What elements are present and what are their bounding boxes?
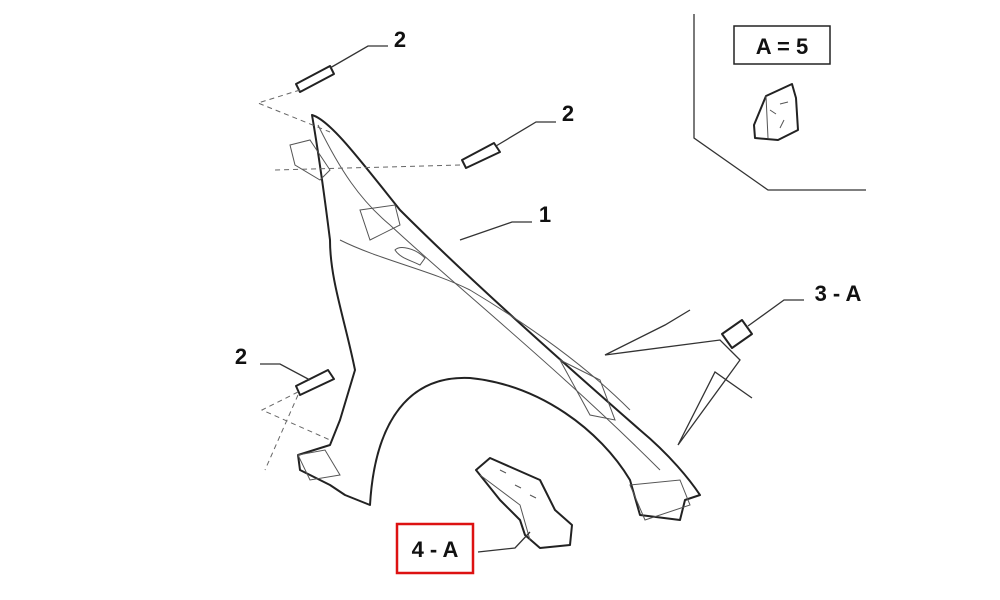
clip-bag-icon bbox=[753, 83, 799, 141]
front-fender bbox=[289, 114, 701, 521]
screw-icon bbox=[295, 65, 753, 396]
callout-fender: 1 bbox=[539, 202, 551, 227]
kit-inset: A = 5 bbox=[693, 14, 866, 191]
callout-screw-top: 2 bbox=[394, 27, 406, 52]
callout-clip: 3 - A bbox=[815, 281, 862, 306]
bracket-part bbox=[475, 457, 573, 549]
kit-label-box bbox=[733, 25, 831, 65]
callout-screw-mid: 2 bbox=[562, 101, 574, 126]
callout-bracket: 4 - A bbox=[412, 537, 459, 562]
highlight-box bbox=[395, 522, 475, 575]
callout-screw-left: 2 bbox=[235, 344, 247, 369]
kit-label: A = 5 bbox=[756, 34, 808, 59]
